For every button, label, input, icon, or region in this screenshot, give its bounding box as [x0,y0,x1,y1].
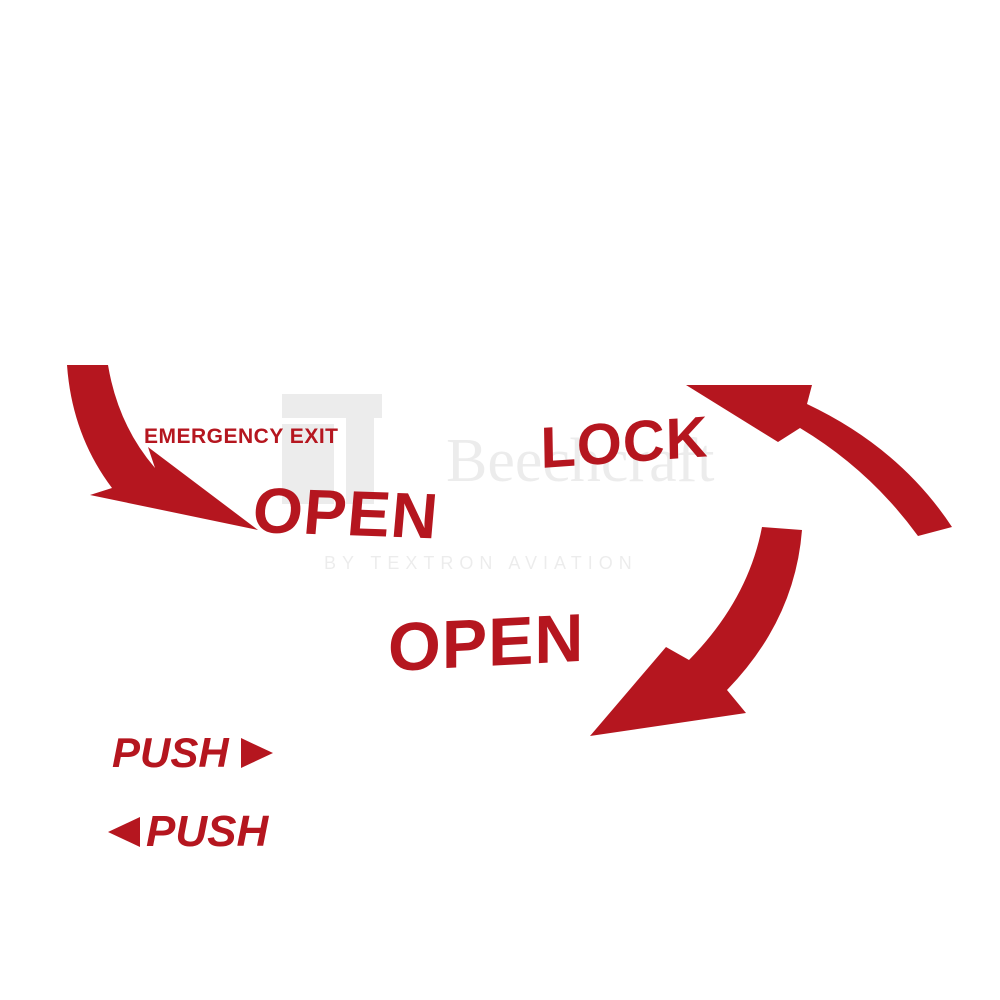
lock-label: LOCK [539,404,709,482]
push-left-decal: PUSH [108,810,268,854]
brand-logo-watermark [282,394,382,504]
triangle-right-icon [240,738,273,768]
triangle-left-icon [108,817,140,847]
push-right-decal: PUSH [112,732,273,774]
push-right-label: PUSH [112,729,229,776]
curved-arrow-down-left-icon [590,527,802,736]
brand-watermark-name: Beechcraft [446,427,715,495]
curved-arrow-up-left-icon [686,385,952,536]
open-label-bottom: OPEN [388,599,585,687]
emergency-exit-label: EMERGENCY EXIT [144,425,339,448]
open-label-top: OPEN [250,474,442,553]
curved-arrow-down-right-icon [67,365,258,530]
push-left-label: PUSH [146,807,269,856]
brand-watermark-tagline: BY TEXTRON AVIATION [324,553,638,573]
